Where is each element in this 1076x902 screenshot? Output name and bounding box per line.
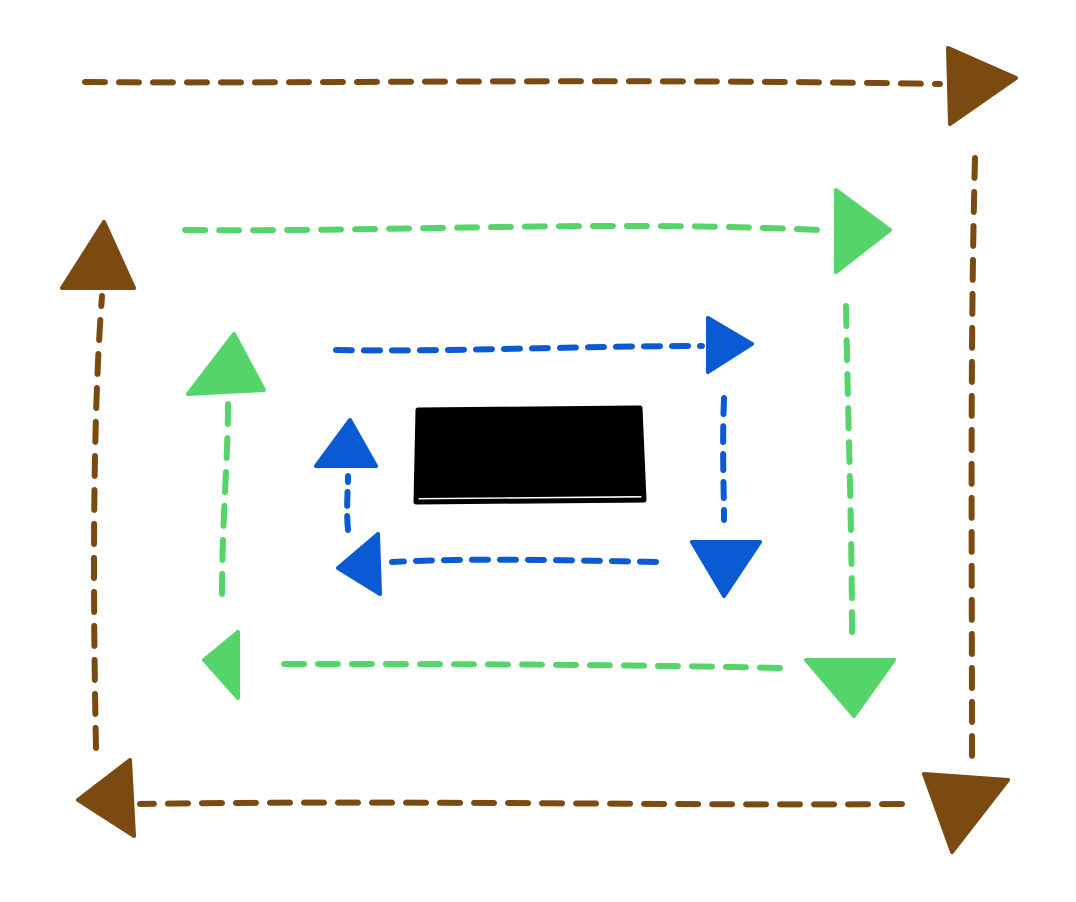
outer-loop — [60, 46, 1018, 854]
center-box-outline — [413, 405, 647, 505]
center-box — [413, 405, 647, 505]
middle-top-arrowhead — [834, 188, 892, 274]
middle-left-arrow-line — [219, 401, 231, 597]
inner-right-arrow-line — [720, 395, 727, 523]
outer-left-arrow-line — [91, 293, 105, 751]
outer-bottom-arrow-line — [137, 799, 905, 808]
inner-top-arrowhead — [706, 316, 754, 374]
outer-top-arrowhead — [946, 46, 1018, 126]
inner-loop — [314, 316, 762, 598]
inner-top-arrow-line — [333, 343, 705, 354]
middle-right-arrowhead — [804, 658, 896, 718]
outer-bottom-arrowhead — [76, 758, 136, 838]
center-box-fill — [418, 410, 642, 498]
inner-left-arrowhead — [314, 418, 378, 468]
outer-right-arrow-line — [968, 155, 978, 771]
outer-left-arrowhead — [60, 220, 136, 290]
middle-bottom-arrow-line — [275, 661, 783, 671]
outer-top-arrow-line — [82, 78, 943, 87]
middle-right-arrow-line — [843, 303, 855, 639]
inner-bottom-arrow-line — [389, 556, 659, 565]
middle-top-arrow-line — [182, 222, 823, 234]
middle-left-arrowhead — [186, 332, 266, 396]
middle-loop — [182, 188, 896, 718]
outer-right-arrowhead — [922, 772, 1010, 854]
inner-right-arrowhead — [690, 540, 762, 598]
inner-left-arrow-line — [344, 473, 351, 533]
middle-bottom-arrowhead — [202, 630, 240, 700]
inner-bottom-arrowhead — [336, 532, 382, 596]
